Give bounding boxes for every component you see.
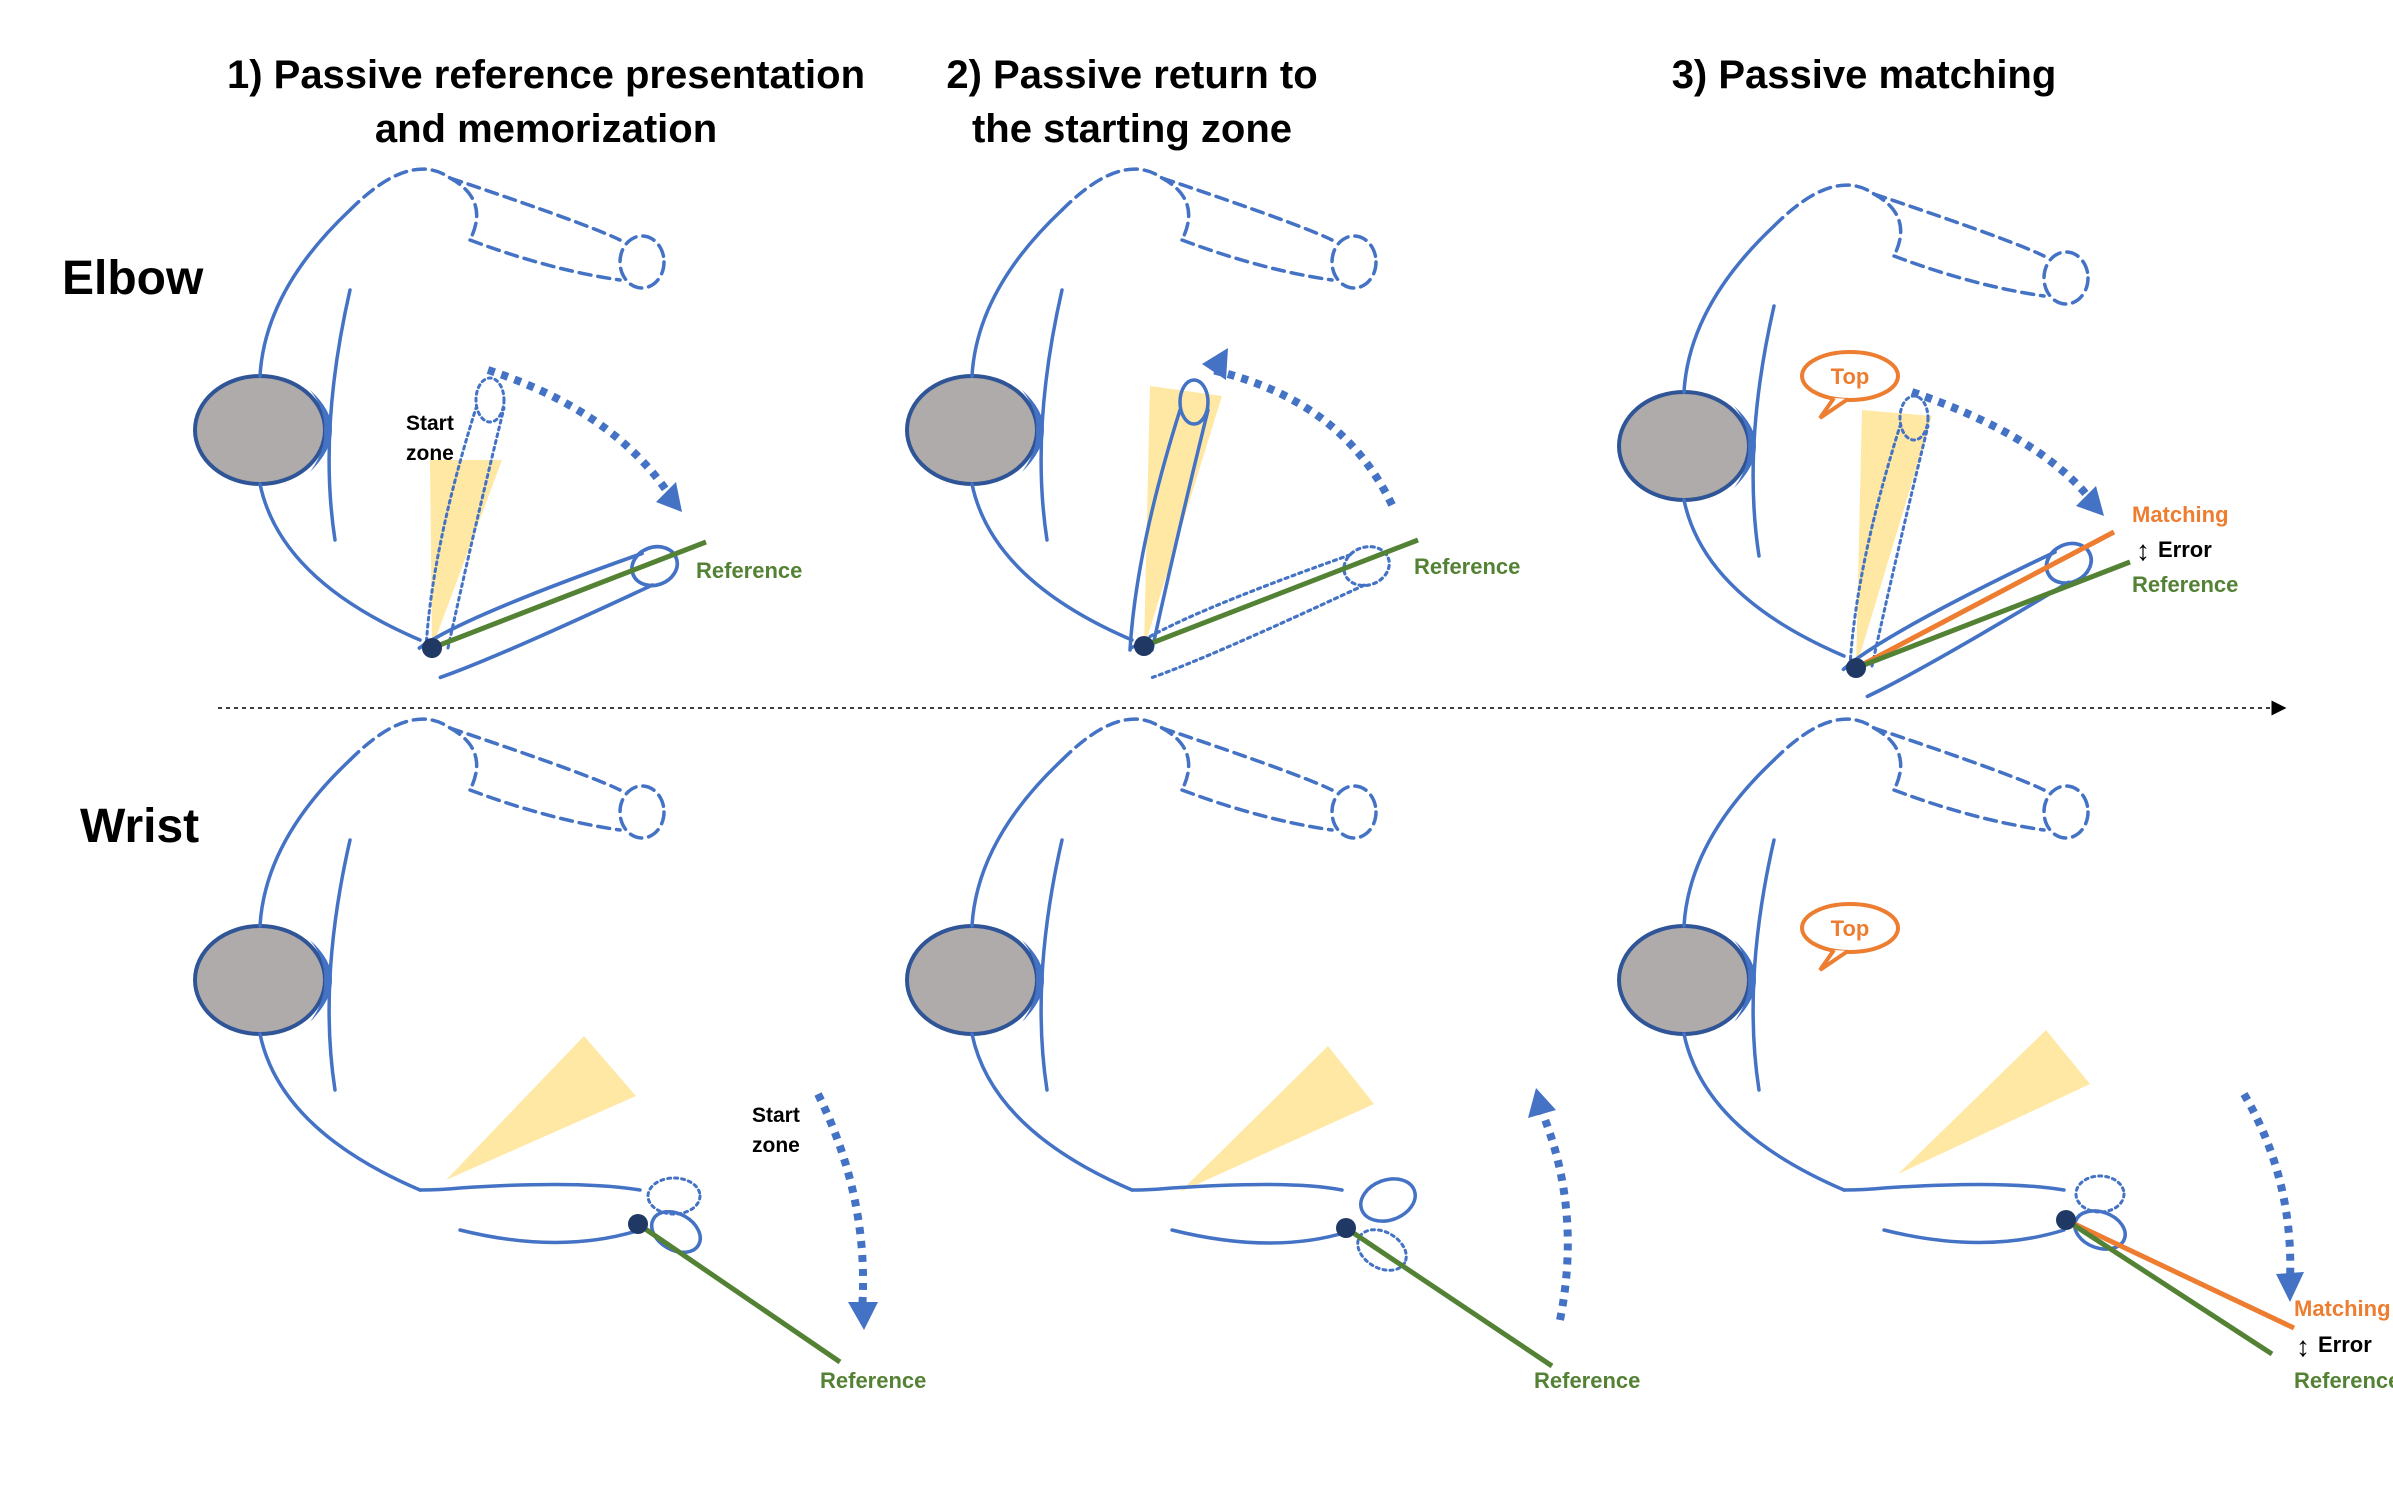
wrist-joint [2056,1210,2076,1230]
start-zone-wedge [1898,1030,2090,1174]
elbow-joint [1134,636,1154,656]
elbow-panel-3 [1617,183,2131,701]
column-2-title-line2: the starting zone [972,107,1292,151]
wrist-joint [1336,1218,1356,1238]
movement-arrow [1538,1110,1572,1321]
wrist-panel-1 [193,717,878,1365]
start-zone-label: Start [752,1104,800,1127]
reference-line [636,1221,842,1365]
elbow-joint [1846,658,1866,678]
reference-label: Reference [1414,554,1520,579]
column-1-title-line1: 1) Passive reference presentation [227,53,865,97]
column-3-title: 3) Passive matching [1672,53,2057,97]
top-label: Top [1831,364,1870,389]
elbow-joint [422,638,442,658]
movement-arrow [814,1092,868,1311]
reference-label: Reference [2132,572,2238,597]
top-speech-bubble [1800,350,1900,420]
row-label-wrist: Wrist [80,800,199,853]
matching-label: Matching [2294,1296,2391,1321]
reference-label: Reference [1534,1368,1640,1393]
start-zone-wedge [430,460,502,648]
movement-arrow [2240,1091,2295,1281]
error-label: Error [2318,1332,2372,1357]
reference-line [1143,537,1419,649]
matching-line [1854,529,2116,671]
wrist-panel-3 [1617,717,2304,1357]
reference-label: Reference [696,558,802,583]
column-1-title-line2: and memorization [375,107,717,151]
matching-label: Matching [2132,502,2229,527]
start-zone-label-2: zone [406,442,454,465]
start-zone-wedge [446,1036,636,1180]
start-zone-wedge [1180,1046,1374,1192]
reference-line [431,539,707,651]
error-arrow-icon: ↕ [2296,1331,2310,1362]
top-label: Top [1831,916,1870,941]
elbow-panel-2 [905,167,1419,679]
reference-line [1855,559,2131,671]
row-label-elbow: Elbow [62,252,204,305]
movement-arrow [1910,388,2090,497]
wrist-panel-2 [905,717,1572,1369]
movement-arrow [486,366,670,493]
error-arrow-icon: ↕ [2136,535,2150,566]
wrist-joint [628,1214,648,1234]
elbow-panel-1 [193,167,707,680]
start-zone-label-2: zone [752,1134,800,1157]
column-2-title-line1: 2) Passive return to [946,53,1317,97]
movement-arrow [1211,366,1396,507]
start-zone-wedge [1856,410,1932,668]
start-zone-label: Start [406,412,454,435]
matching-line [2064,1217,2296,1331]
reference-line [1344,1225,1554,1369]
reference-label: Reference [2294,1368,2393,1393]
reference-line [2064,1217,2274,1357]
reference-label: Reference [820,1368,926,1393]
error-label: Error [2158,537,2212,562]
top-speech-bubble [1800,902,1900,972]
